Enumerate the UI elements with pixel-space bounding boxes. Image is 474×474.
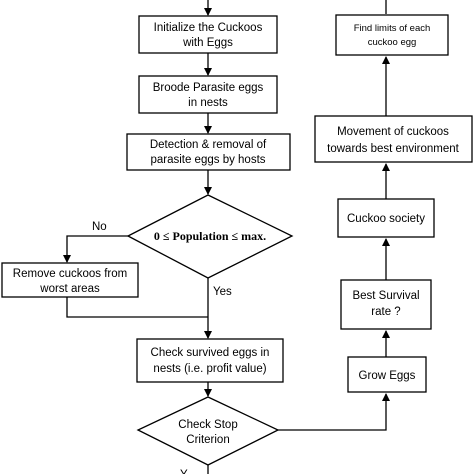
node-society-label: Cuckoo society: [347, 213, 425, 225]
node-check-survived-box: [136, 338, 284, 383]
node-detect-line2: parasite eggs by hosts: [150, 154, 265, 166]
node-check-stop-diamond: [136, 396, 280, 466]
node-detect-line1: Detection & removal of: [150, 139, 267, 151]
node-check-stop-line2: Criterion: [186, 434, 229, 446]
node-movement-box: [314, 115, 473, 163]
node-best-survival-line1: Best Survival: [352, 290, 419, 302]
edges: [63, 0, 390, 474]
node-limits-box: [335, 14, 449, 56]
node-society-box: [337, 198, 435, 238]
node-movement-line2: towards best environment: [327, 143, 459, 155]
node-detect-box: [126, 133, 291, 171]
node-best-survival-box: [340, 279, 432, 330]
edge-remove-to-merge: [66, 297, 208, 318]
node-population-label: 0 ≤ Population ≤ max.: [154, 229, 266, 243]
node-remove-line1: Remove cuckoos from: [13, 268, 127, 280]
node-limits-line2: cuckoo egg: [368, 37, 417, 48]
node-broode-line2: in nests: [188, 97, 228, 109]
node-init-line1: Initialize the Cuckoos: [154, 22, 263, 34]
node-init-line2: with Eggs: [182, 37, 233, 49]
edge-label-yes: Yes: [213, 286, 232, 298]
node-population-diamond: [126, 194, 294, 279]
edge-check-stop-to-grow: [278, 393, 390, 431]
node-best-survival-line2: rate ?: [371, 306, 400, 318]
node-broode-line1: Broode Parasite eggs: [153, 82, 264, 94]
edge-label-no: No: [92, 221, 107, 233]
node-check-stop-line1: Check Stop: [178, 419, 237, 431]
node-limits-line1: Find limits of each: [354, 23, 431, 34]
node-init-box: [138, 15, 278, 54]
edge-population-no-to-remove: [63, 235, 128, 263]
node-broode-box: [138, 75, 278, 114]
node-grow-label: Grow Eggs: [359, 370, 416, 382]
node-check-survived-line2: nests (i.e. profit value): [153, 363, 266, 375]
node-grow-box: [347, 356, 427, 393]
node-remove-line2: worst areas: [39, 283, 100, 295]
edge-label-bottom-partial: Y: [180, 469, 188, 474]
node-check-survived-line1: Check survived eggs in: [151, 347, 270, 359]
node-remove-box: [1, 262, 139, 298]
node-movement-line1: Movement of cuckoos: [337, 126, 449, 138]
